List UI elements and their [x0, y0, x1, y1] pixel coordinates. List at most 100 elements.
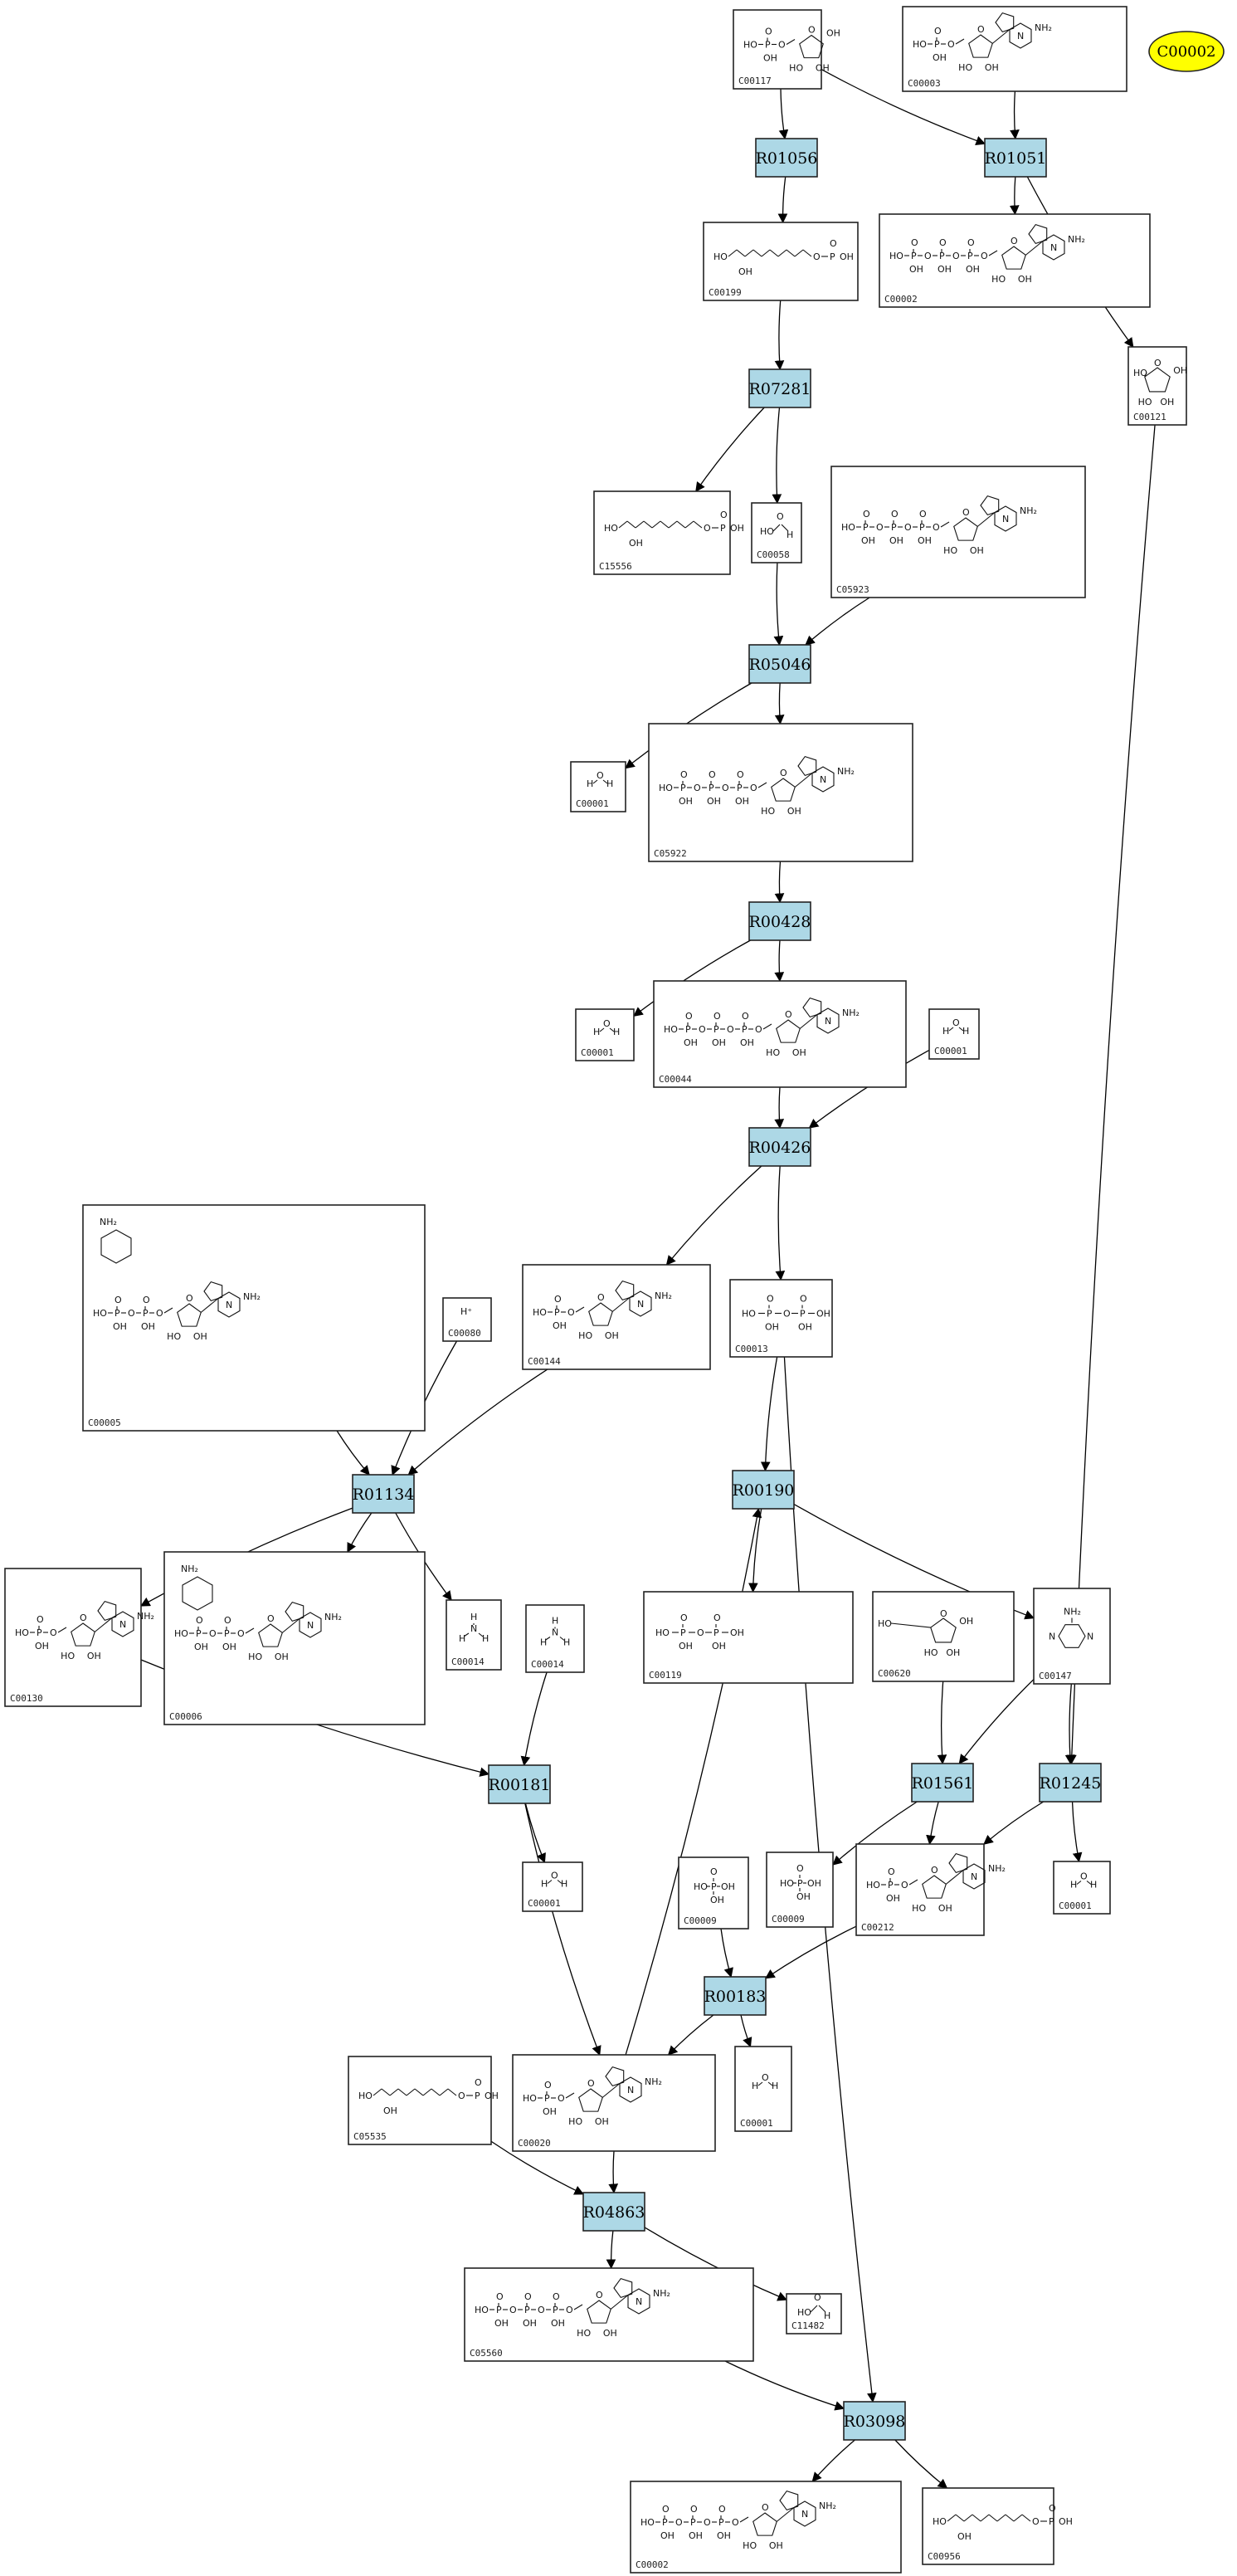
compound-box[interactable] — [82, 1204, 426, 1432]
compound-id-label: C00001 — [581, 1047, 614, 1058]
compound-box[interactable] — [855, 1843, 985, 1936]
compound-box[interactable] — [575, 1008, 635, 1061]
reaction-box[interactable] — [748, 644, 811, 684]
compound-box[interactable] — [734, 2046, 792, 2132]
reaction-box[interactable] — [748, 1127, 811, 1167]
compound-box[interactable] — [446, 1599, 502, 1671]
reaction-box[interactable] — [1039, 1763, 1102, 1803]
compound-box[interactable] — [648, 723, 913, 862]
compound-box[interactable] — [522, 1861, 583, 1912]
reaction-box[interactable] — [582, 2192, 645, 2232]
compound-box[interactable] — [1033, 1588, 1111, 1685]
compound-box[interactable] — [830, 466, 1086, 598]
compound-box[interactable] — [729, 1279, 833, 1358]
reaction-box[interactable] — [352, 1474, 415, 1514]
compound-box[interactable] — [1127, 346, 1187, 426]
compound-box[interactable] — [1053, 1861, 1111, 1915]
reaction-box[interactable] — [843, 2401, 906, 2441]
compound-box[interactable] — [163, 1551, 426, 1725]
reaction-node[interactable]: R04863 — [582, 2192, 645, 2232]
reaction-node[interactable]: R00181 — [488, 1764, 551, 1804]
compound-box[interactable] — [786, 2293, 842, 2334]
compound-box[interactable] — [570, 761, 626, 812]
reaction-node[interactable]: R05046 — [748, 644, 811, 684]
compound-node[interactable]: H⁺C00080 — [442, 1297, 492, 1342]
compound-box[interactable] — [872, 1591, 1015, 1682]
compound-box[interactable] — [522, 1264, 711, 1370]
compound-box[interactable] — [643, 1591, 854, 1684]
reaction-node[interactable]: R01051 — [984, 138, 1047, 178]
reaction-box[interactable] — [984, 138, 1047, 178]
compound-box[interactable] — [630, 2481, 902, 2574]
reaction-box[interactable] — [911, 1763, 974, 1803]
reaction-node[interactable]: R03098 — [843, 2401, 906, 2441]
compound-box[interactable] — [733, 9, 822, 90]
compound-box[interactable] — [751, 502, 802, 564]
reaction-box[interactable] — [748, 901, 811, 941]
compound-box[interactable] — [902, 6, 1127, 92]
reaction-node[interactable]: R00190 — [732, 1470, 795, 1510]
target-ellipse[interactable] — [1148, 31, 1225, 72]
reaction-box[interactable] — [755, 138, 818, 178]
compound-box[interactable] — [928, 1008, 980, 1060]
compound-box[interactable] — [512, 2054, 716, 2152]
compound-box[interactable] — [703, 222, 859, 301]
reaction-node[interactable]: R00183 — [704, 1976, 767, 2016]
compound-box[interactable] — [525, 1604, 585, 1673]
compound-box[interactable] — [922, 2487, 1054, 2565]
compound-box[interactable] — [879, 213, 1151, 308]
reaction-node[interactable]: R01056 — [755, 138, 818, 178]
atom-label: O — [544, 2080, 552, 2091]
reaction-node[interactable]: R01245 — [1039, 1763, 1102, 1803]
reaction-node[interactable]: R00426 — [748, 1127, 811, 1167]
compound-box[interactable] — [442, 1297, 492, 1342]
reaction-node[interactable]: R00428 — [748, 901, 811, 941]
compound-box[interactable] — [348, 2056, 492, 2145]
compound-box[interactable] — [653, 980, 907, 1088]
reaction-node[interactable]: R07281 — [748, 368, 811, 408]
compound-box[interactable] — [593, 490, 731, 575]
target-compound[interactable]: C00002 — [1148, 31, 1225, 72]
reaction-node[interactable]: R01561 — [911, 1763, 974, 1803]
reaction-box[interactable] — [732, 1470, 795, 1510]
reaction-box[interactable] — [488, 1764, 551, 1804]
reaction-box[interactable] — [704, 1976, 767, 2016]
reaction-node[interactable]: R01134 — [352, 1474, 415, 1514]
reaction-box[interactable] — [748, 368, 811, 408]
